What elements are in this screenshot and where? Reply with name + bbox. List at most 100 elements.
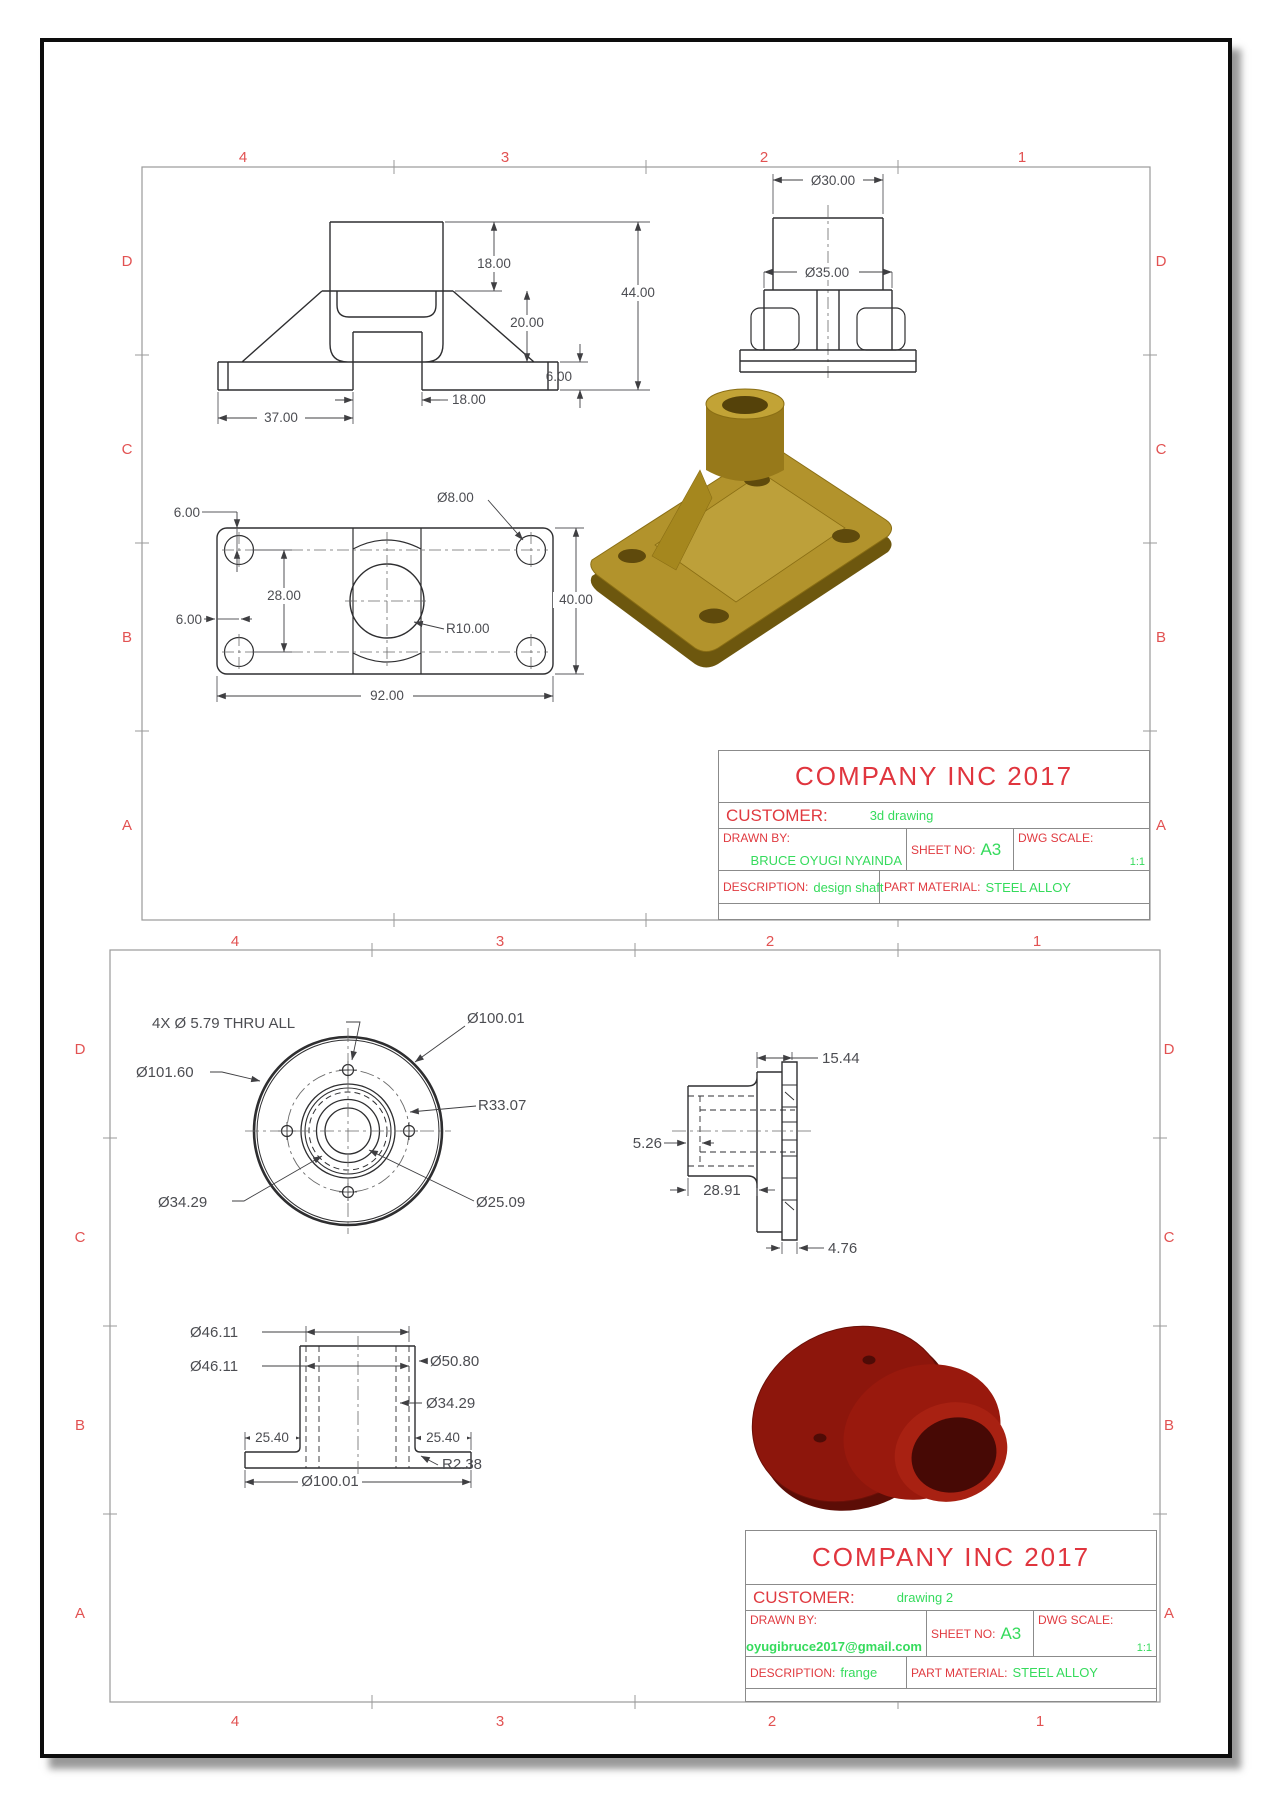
zone-number: 2 bbox=[760, 149, 768, 166]
sheetno-cell: SHEET NO: A3 bbox=[906, 829, 1013, 870]
zone-letter: A bbox=[122, 817, 132, 834]
hidden-lines bbox=[305, 1346, 410, 1468]
description-row: DESCRIPTION: design shaft PART MATERIAL:… bbox=[719, 871, 1149, 904]
side-view-lug-right bbox=[856, 307, 906, 351]
dim-hole-spacing: 28.00 bbox=[267, 588, 301, 603]
dim-hole-callout: 4X Ø 5.79 THRU ALL bbox=[152, 1015, 295, 1032]
dim-flange-offset: 37.00 bbox=[264, 410, 298, 425]
bolt-hole bbox=[618, 549, 646, 563]
material-cell: PART MATERIAL: STEEL ALLOY bbox=[879, 871, 1149, 903]
dim-bore-dia: Ø25.09 bbox=[476, 1194, 525, 1211]
side-view-extension-lines bbox=[763, 174, 893, 288]
iso-render-gold bbox=[590, 388, 892, 668]
zone-letter: C bbox=[122, 441, 133, 458]
sheet2-side-view: 15.44 5.26 28.91 4.76 bbox=[633, 1050, 860, 1257]
zone-letter: D bbox=[1156, 253, 1167, 270]
description-label: DESCRIPTION: bbox=[750, 1665, 836, 1680]
dim-fillet-radius: R2.38 bbox=[442, 1456, 482, 1473]
sheet1: 4 3 2 1 D C B A D C B A bbox=[122, 149, 1167, 927]
zone-letter: B bbox=[75, 1417, 85, 1434]
dim-total-height: 44.00 bbox=[621, 285, 655, 300]
scale-value: 1:1 bbox=[1129, 856, 1145, 868]
front-view-outline bbox=[244, 1345, 472, 1469]
dim-flange-right: 25.40 bbox=[426, 1430, 460, 1445]
side-view-lug-left bbox=[750, 307, 800, 351]
dim-plate-width: 40.00 bbox=[559, 592, 593, 607]
drawnby-value: BRUCE OYUGI NYAINDA bbox=[750, 853, 902, 868]
drawnby-value: oyugibruce2017@gmail.com bbox=[746, 1639, 922, 1654]
zone-letter: D bbox=[75, 1041, 86, 1058]
zone-number: 4 bbox=[231, 1713, 239, 1730]
material-value: STEEL ALLOY bbox=[1012, 1665, 1098, 1680]
customer-label: CUSTOMER: bbox=[753, 1587, 855, 1607]
dim-hub-dia: Ø34.29 bbox=[158, 1194, 207, 1211]
description-value: frange bbox=[840, 1665, 878, 1680]
zone-number: 2 bbox=[768, 1713, 776, 1730]
customer-value: drawing 2 bbox=[896, 1590, 954, 1605]
boss-bore bbox=[722, 396, 768, 414]
zone-number: 3 bbox=[496, 1713, 504, 1730]
sheetno-cell: SHEET NO: A3 bbox=[926, 1611, 1033, 1656]
zone-letter: D bbox=[1164, 1041, 1175, 1058]
side-view-outline bbox=[687, 1061, 798, 1241]
description-row: DESCRIPTION: frange PART MATERIAL: STEEL… bbox=[746, 1657, 1156, 1689]
customer-row: CUSTOMER: drawing 2 bbox=[746, 1585, 1156, 1611]
scale-cell: DWG SCALE: 1:1 bbox=[1013, 829, 1149, 870]
zone-letter: C bbox=[1156, 441, 1167, 458]
zone-number: 1 bbox=[1033, 933, 1041, 950]
scale-label: DWG SCALE: bbox=[1038, 1613, 1114, 1627]
side-view-outline bbox=[739, 217, 917, 373]
sheet1-plan-view: 6.00 Ø8.00 28.00 6.00 R10.00 40.00 92.00 bbox=[174, 490, 599, 704]
dim-boss-dia: Ø50.80 bbox=[430, 1353, 479, 1370]
zone-number: 3 bbox=[501, 149, 509, 166]
zone-letter: D bbox=[122, 253, 133, 270]
dim-wall-thickness: 5.26 bbox=[633, 1135, 662, 1152]
dim-boss-dia: Ø30.00 bbox=[811, 173, 855, 188]
pipe-bore bbox=[911, 1417, 997, 1493]
dim-outer-dia: Ø100.01 bbox=[467, 1010, 525, 1027]
drawnby-label: DRAWN BY: bbox=[723, 831, 790, 845]
drawnby-cell: DRAWN BY: oyugibruce2017@gmail.com bbox=[746, 1611, 926, 1656]
sheetno-label: SHEET NO: bbox=[931, 1626, 996, 1641]
zone-number: 3 bbox=[496, 933, 504, 950]
extension-lines bbox=[687, 1052, 798, 1254]
zone-number: 1 bbox=[1036, 1713, 1044, 1730]
material-cell: PART MATERIAL: STEEL ALLOY bbox=[906, 1657, 1156, 1688]
dim-center-radius: R10.00 bbox=[446, 621, 490, 636]
drawnby-label: DRAWN BY: bbox=[750, 1613, 817, 1627]
drawnby-row: DRAWN BY: BRUCE OYUGI NYAINDA SHEET NO: … bbox=[719, 829, 1149, 871]
dim-hole-edge-left: 6.00 bbox=[176, 612, 202, 627]
customer-label: CUSTOMER: bbox=[726, 805, 828, 825]
zone-letter: B bbox=[122, 629, 132, 646]
zone-letter: C bbox=[1164, 1229, 1175, 1246]
dim-flange-dia: Ø100.01 bbox=[301, 1473, 359, 1490]
sheetno-label: SHEET NO: bbox=[911, 842, 976, 857]
zone-number: 2 bbox=[766, 933, 774, 950]
dim-bore-dia: Ø34.29 bbox=[426, 1395, 475, 1412]
sheet1-front-view: 18.00 20.00 44.00 6.00 37.00 18.00 bbox=[217, 221, 665, 426]
dim-hole-dia: Ø8.00 bbox=[437, 490, 474, 505]
front-view-extension-lines bbox=[217, 221, 650, 424]
customer-value: 3d drawing bbox=[869, 808, 934, 823]
sheet1-zone-ticks bbox=[135, 160, 1157, 927]
sheet2-front-view: Ø46.11 Ø46.11 Ø50.80 Ø34.29 25.40 25.40 … bbox=[190, 1324, 482, 1490]
sheet2-circular-view: 4X Ø 5.79 THRU ALL Ø100.01 Ø101.60 R33.0… bbox=[136, 1010, 526, 1234]
title-row: COMPANY INC 2017 bbox=[719, 751, 1149, 803]
dim-flange-dia: Ø101.60 bbox=[136, 1064, 194, 1081]
dim-flange-thickness: 6.00 bbox=[546, 369, 572, 384]
customer-row: CUSTOMER: 3d drawing bbox=[719, 803, 1149, 829]
sheetno-value: A3 bbox=[1000, 1623, 1022, 1643]
dim-flange-thickness: 4.76 bbox=[828, 1240, 857, 1257]
bolt-hole bbox=[699, 608, 729, 624]
material-value: STEEL ALLOY bbox=[985, 879, 1071, 895]
zone-letter: C bbox=[75, 1229, 86, 1246]
dim-slot-width: 18.00 bbox=[452, 392, 486, 407]
zone-letter: B bbox=[1156, 629, 1166, 646]
material-label: PART MATERIAL: bbox=[884, 880, 981, 894]
sheet1-side-view: Ø30.00 Ø35.00 bbox=[739, 172, 917, 378]
drawnby-row: DRAWN BY: oyugibruce2017@gmail.com SHEET… bbox=[746, 1611, 1156, 1657]
bolt-hole bbox=[832, 529, 860, 543]
centerlines bbox=[245, 1028, 451, 1234]
company-title: COMPANY INC 2017 bbox=[811, 1542, 1091, 1572]
